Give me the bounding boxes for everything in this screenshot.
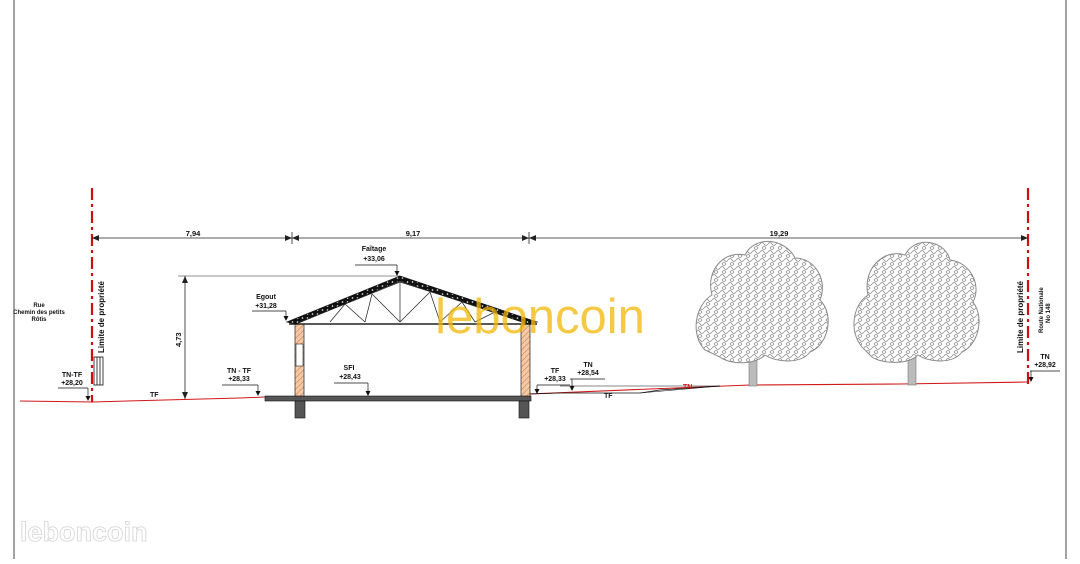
sfi-arrow xyxy=(334,382,371,396)
house-right-tf-arrow xyxy=(534,384,570,394)
faitage-arrow xyxy=(355,264,400,276)
left-tn-tf-label: TN-TF xyxy=(62,372,83,379)
street-label-line2: Chemin des petits xyxy=(13,310,65,316)
sfi-value: +28,43 xyxy=(339,374,361,381)
sfi-label: SFI xyxy=(344,365,355,372)
egout-value: +31,28 xyxy=(255,303,277,310)
house-right-tn-arrow xyxy=(569,378,605,391)
street-label-line3: Rôtis xyxy=(32,317,48,323)
faitage-value: +33,06 xyxy=(363,256,385,263)
house-right-tn-value: +28,54 xyxy=(577,370,599,377)
road-label-line1: Route Nationale xyxy=(1039,287,1045,333)
left-tn-tf-value: +28,20 xyxy=(61,380,83,387)
property-limit-label-right: Limite de propriété xyxy=(1016,280,1025,353)
left-tf-label: TF xyxy=(150,392,159,399)
faitage-label: Faîtage xyxy=(362,246,387,253)
right-level-arrow xyxy=(1028,370,1060,382)
dimension-line-top xyxy=(92,232,1028,244)
tree-2 xyxy=(853,241,980,386)
dimension-height: 4,73 xyxy=(174,332,183,347)
tf-ground-label: TF xyxy=(604,393,613,400)
property-limit-label-left: Limite de propriété xyxy=(97,280,106,353)
ground-line-tf-slope xyxy=(639,385,721,394)
dimension-line-height xyxy=(178,275,400,399)
dimension-middle: 9,17 xyxy=(406,229,421,238)
right-tn-value: +28,92 xyxy=(1034,362,1056,369)
house-section xyxy=(264,275,539,419)
watermark-center: leboncoin xyxy=(435,290,645,344)
right-tn-label: TN xyxy=(1040,354,1049,361)
dimension-left: 7,94 xyxy=(186,229,201,238)
house-right-tn-label: TN xyxy=(583,362,592,369)
egout-label: Egout xyxy=(256,294,276,301)
fence-gate-symbol xyxy=(93,356,104,386)
house-right-tf-value: +28,33 xyxy=(544,376,566,383)
tn-red-label: TN xyxy=(683,384,692,391)
tree-1 xyxy=(695,240,829,387)
house-left-tn-tf-value: +28,33 xyxy=(228,376,250,383)
egout-arrow xyxy=(252,310,289,321)
dimension-right: 19,29 xyxy=(770,229,789,238)
house-right-tf-label: TF xyxy=(551,368,560,375)
house-left-level-arrow xyxy=(222,384,261,396)
house-left-tn-tf-label: TN - TF xyxy=(227,368,252,375)
street-label-line1: Rue xyxy=(33,303,45,309)
left-level-arrow xyxy=(58,387,91,401)
watermark-corner: leboncoin xyxy=(20,517,148,547)
road-label-line2: No 148 xyxy=(1046,303,1052,323)
ground-line-left xyxy=(19,396,266,403)
